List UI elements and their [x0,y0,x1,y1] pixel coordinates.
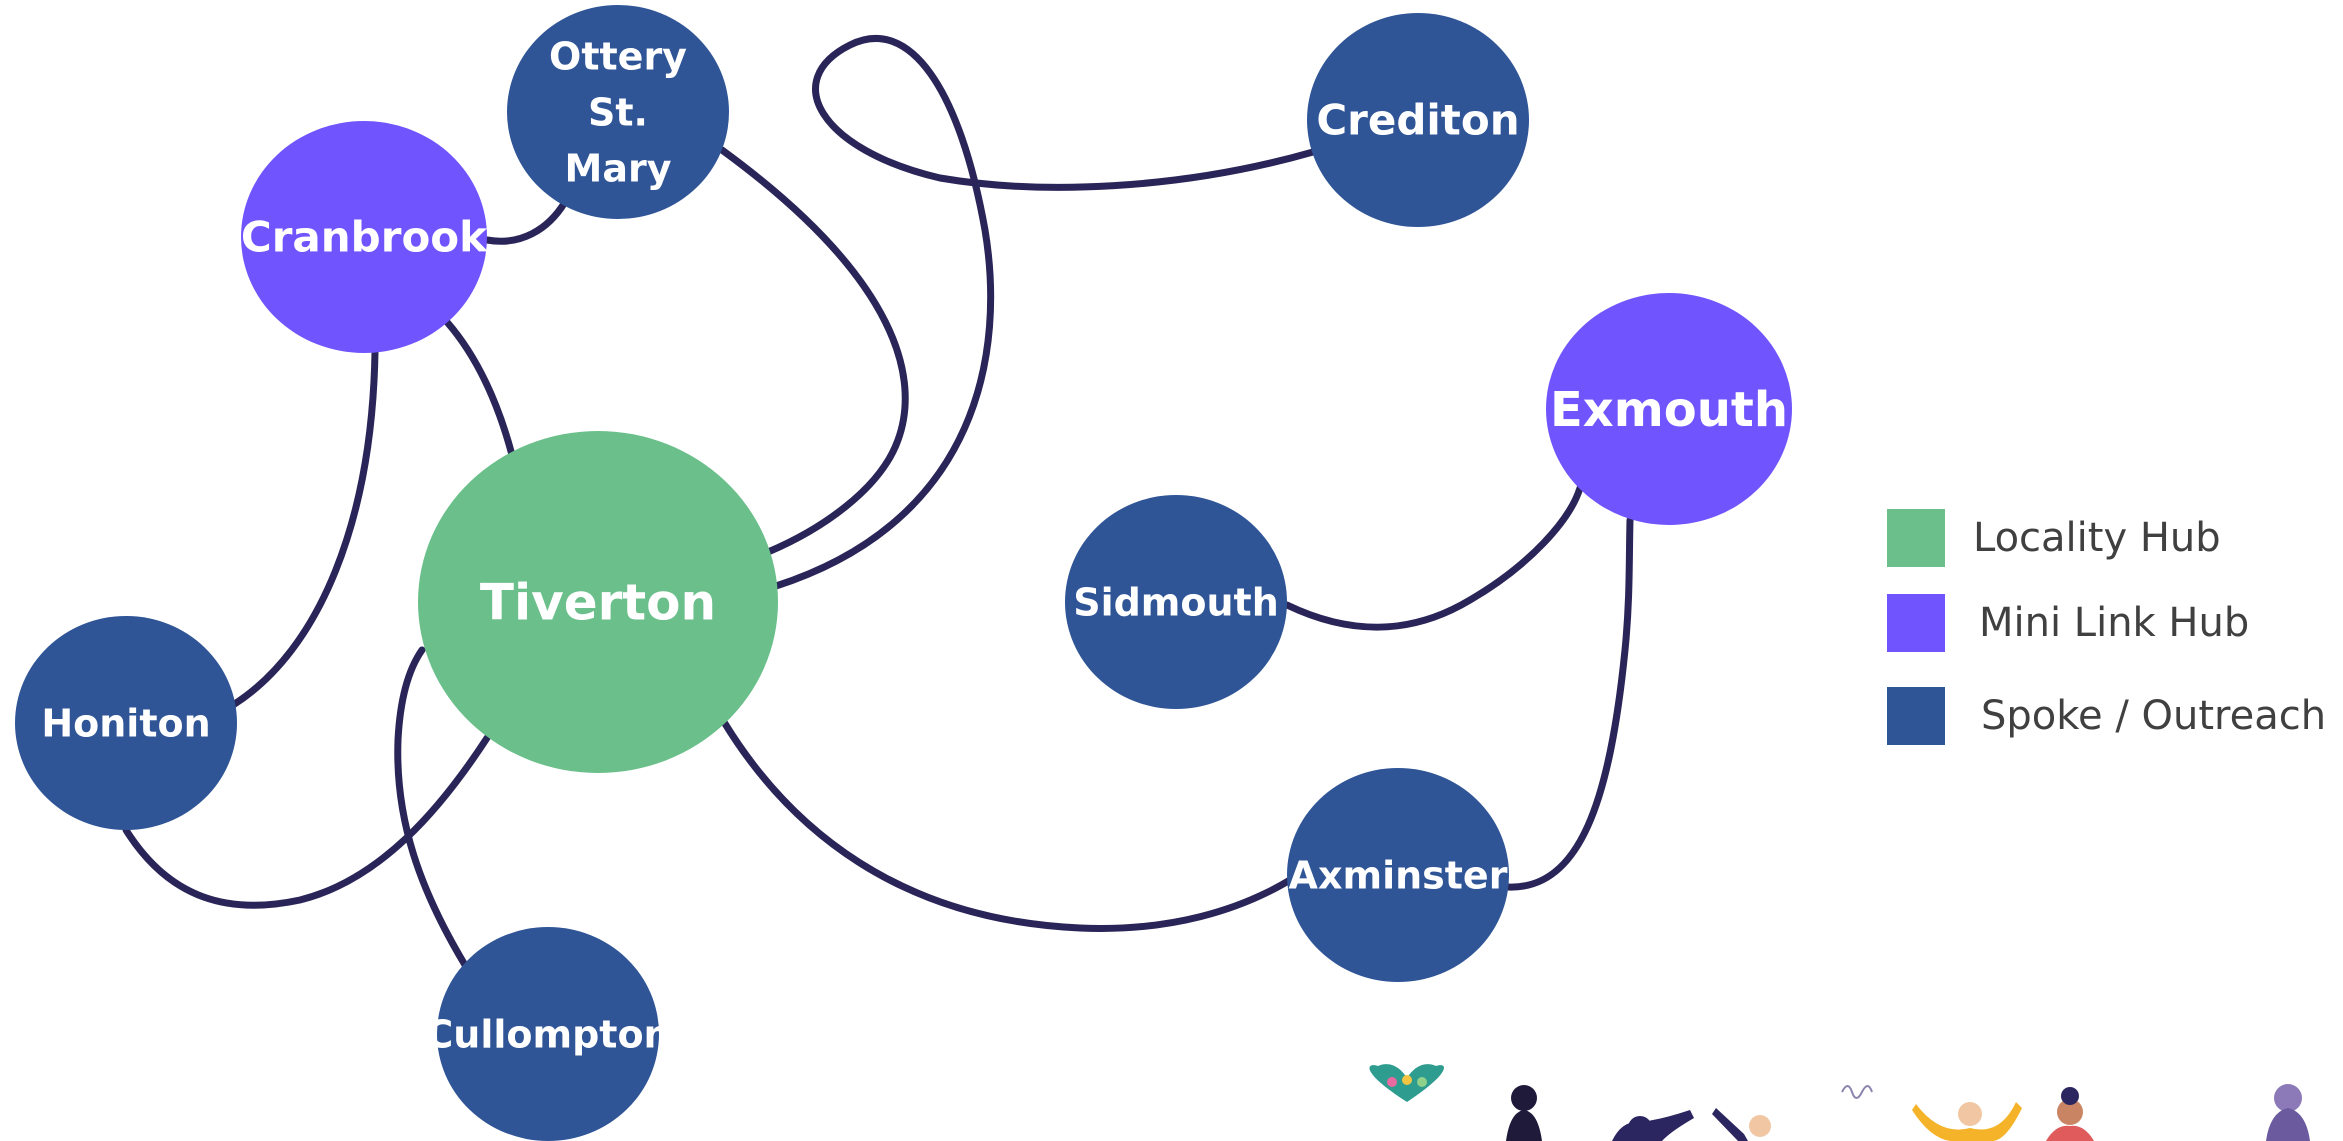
figure-icon [1387,1077,1397,1087]
node-label-tiverton: Tiverton [480,574,716,632]
connector-cranbrook-tiverton [443,318,516,459]
node-sidmouth: Sidmouth [1065,495,1287,709]
person-figure-icon [1712,1108,1771,1141]
legend-label-spoke: Spoke / Outreach [1981,693,2327,739]
connector-ottery-tiverton [718,146,909,556]
node-exmouth: Exmouth [1546,293,1792,525]
node-cullompton: Cullompton [425,927,671,1141]
connector-crediton-tiverton [772,35,1317,590]
node-circle-crediton [1307,13,1529,227]
squiggle-icon [1841,1085,1873,1099]
node-label-sidmouth: Sidmouth [1073,580,1279,624]
connector-lines [122,35,1634,969]
legend-swatch-mini-link-hub [1887,594,1945,652]
node-circle-cranbrook [241,121,487,353]
person-figure-icon [2046,1087,2094,1141]
person-figure-icon [1612,1110,1694,1141]
node-tiverton: Tiverton [418,431,778,773]
figure-icon [1417,1077,1427,1087]
node-honiton: Honiton [15,616,237,830]
node-label-ottery: St. [588,90,648,134]
connector-sidmouth-exmouth [1283,484,1584,631]
node-label-honiton: Honiton [41,701,210,745]
node-cranbrook: Cranbrook [241,121,488,353]
connector-cranbrook-honiton [229,348,379,709]
legend-item-mini-link-hub: Mini Link Hub [1887,594,2249,652]
node-label-cranbrook: Cranbrook [241,213,488,262]
node-label-axminster: Axminster [1289,853,1508,897]
node-circle-axminster [1287,768,1509,982]
figure-icon [1402,1075,1412,1085]
connector-honiton-tiverton [122,734,491,909]
person-figure-icon [1912,1102,2022,1141]
person-figure-icon [2266,1084,2310,1141]
node-label-ottery: Ottery [549,34,687,78]
legend-swatch-locality-hub [1887,509,1945,567]
node-label-exmouth: Exmouth [1550,382,1788,438]
legend-item-locality-hub: Locality Hub [1887,509,2221,567]
node-circle-tiverton [418,431,778,773]
node-circle-exmouth [1546,293,1792,525]
legend-item-spoke: Spoke / Outreach [1887,687,2326,745]
legend-label-locality-hub: Locality Hub [1973,515,2221,561]
node-circle-cullompton [437,927,659,1141]
legend-swatch-spoke [1887,687,1945,745]
node-label-ottery: Mary [565,146,672,190]
node-circle-ottery [507,5,729,219]
node-axminster: Axminster [1287,768,1509,982]
connector-tiverton-axminster [720,718,1294,932]
node-label-crediton: Crediton [1316,96,1519,145]
connector-axminster-exmouth [1504,516,1634,891]
person-figure-icon [1506,1085,1542,1141]
node-crediton: Crediton [1307,13,1529,227]
connector-cranbrook-ottery [483,198,569,245]
community-illustration [1369,1064,2310,1141]
connector-cullompton-tiverton [394,646,469,969]
node-label-cullompton: Cullompton [425,1012,670,1056]
node-circle-honiton [15,616,237,830]
node-circle-sidmouth [1065,495,1287,709]
legend-label-mini-link-hub: Mini Link Hub [1979,600,2250,646]
